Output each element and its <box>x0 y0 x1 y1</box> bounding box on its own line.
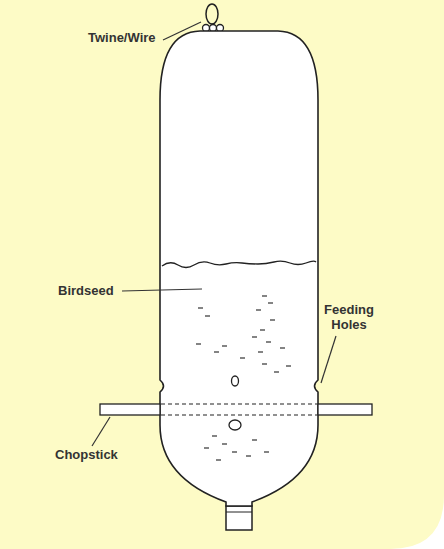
seed-stroke <box>266 341 271 342</box>
seed-stroke <box>264 451 269 452</box>
leader-line <box>321 336 336 383</box>
seed-stroke <box>256 309 261 310</box>
seed-stroke <box>280 347 285 348</box>
seed-stroke <box>270 319 275 320</box>
seed-stroke <box>214 351 219 352</box>
seed-texture <box>196 296 291 460</box>
bottle-cap <box>226 506 252 530</box>
seed-stroke <box>222 443 227 444</box>
leader-line <box>122 289 202 291</box>
seed-stroke <box>286 365 291 366</box>
seed-stroke <box>274 371 279 372</box>
seed-stroke <box>205 315 210 316</box>
seed-stroke <box>262 295 267 296</box>
leader-line <box>92 417 110 446</box>
part-label: Twine/Wire <box>88 31 156 46</box>
seed-stroke <box>252 439 257 440</box>
seed-stroke <box>262 363 267 364</box>
seed-stroke <box>204 447 209 448</box>
chopstick-hole <box>229 420 241 430</box>
seed-stroke <box>240 357 245 358</box>
seed-stroke <box>258 351 263 352</box>
seed-stroke <box>216 459 221 460</box>
chopstick-end <box>318 404 372 415</box>
chopstick-end <box>100 404 160 415</box>
seed-stroke <box>246 455 251 456</box>
seed-stroke <box>198 307 203 308</box>
part-label: Feeding Holes <box>318 303 380 333</box>
twine-loop <box>206 4 218 24</box>
chopstick-hidden <box>161 403 317 404</box>
seed-stroke <box>222 345 227 346</box>
birdseed-surface <box>162 261 316 267</box>
seed-stroke <box>212 435 217 436</box>
chopstick-hidden <box>161 414 317 415</box>
leader-line <box>163 22 201 40</box>
seed-stroke <box>252 336 257 337</box>
part-label: Chopstick <box>55 448 118 463</box>
part-label: Birdseed <box>58 284 114 299</box>
seed-stroke <box>268 302 273 303</box>
seed-stroke <box>196 343 201 344</box>
seed-stroke <box>232 451 237 452</box>
front-hole <box>232 376 239 386</box>
bottle-outline <box>160 31 318 506</box>
seed-stroke <box>260 329 265 330</box>
cap-ridge <box>226 512 252 513</box>
